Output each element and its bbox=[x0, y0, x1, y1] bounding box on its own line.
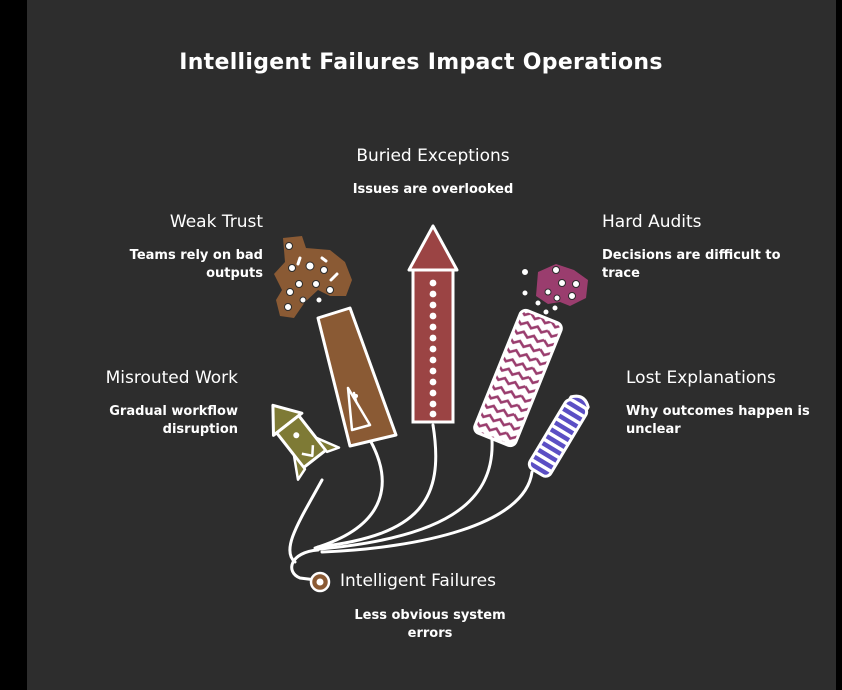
lost-explanations-description: Why outcomes happen is unclear bbox=[626, 403, 816, 439]
buried-exceptions-rocket bbox=[409, 226, 457, 422]
weak-trust-description: Teams rely on bad outputs bbox=[113, 247, 263, 283]
fuse-line-buried bbox=[318, 425, 436, 547]
misrouted-work-rocket bbox=[252, 389, 339, 479]
hard-audits-label: Hard Audits bbox=[602, 212, 702, 232]
root-label: Intelligent Failures bbox=[340, 571, 496, 591]
weak-trust-label: Weak Trust bbox=[103, 212, 263, 232]
fuse-line-hard-audits bbox=[320, 440, 492, 549]
hard-audits-description: Decisions are difficult to trace bbox=[602, 247, 792, 283]
root-spark bbox=[311, 573, 329, 591]
misrouted-work-description: Gradual workflow disruption bbox=[88, 403, 238, 439]
lost-explanations-label: Lost Explanations bbox=[626, 368, 776, 388]
lost-explanations-rocket bbox=[527, 392, 592, 479]
diagram-title: Intelligent Failures Impact Operations bbox=[0, 50, 842, 75]
misrouted-work-label: Misrouted Work bbox=[58, 368, 238, 388]
buried-exceptions-label: Buried Exceptions bbox=[333, 146, 533, 166]
root-description: Less obvious system errors bbox=[345, 607, 515, 643]
fuse-line-weak-trust bbox=[315, 440, 382, 548]
buried-exceptions-description: Issues are overlooked bbox=[323, 181, 543, 199]
